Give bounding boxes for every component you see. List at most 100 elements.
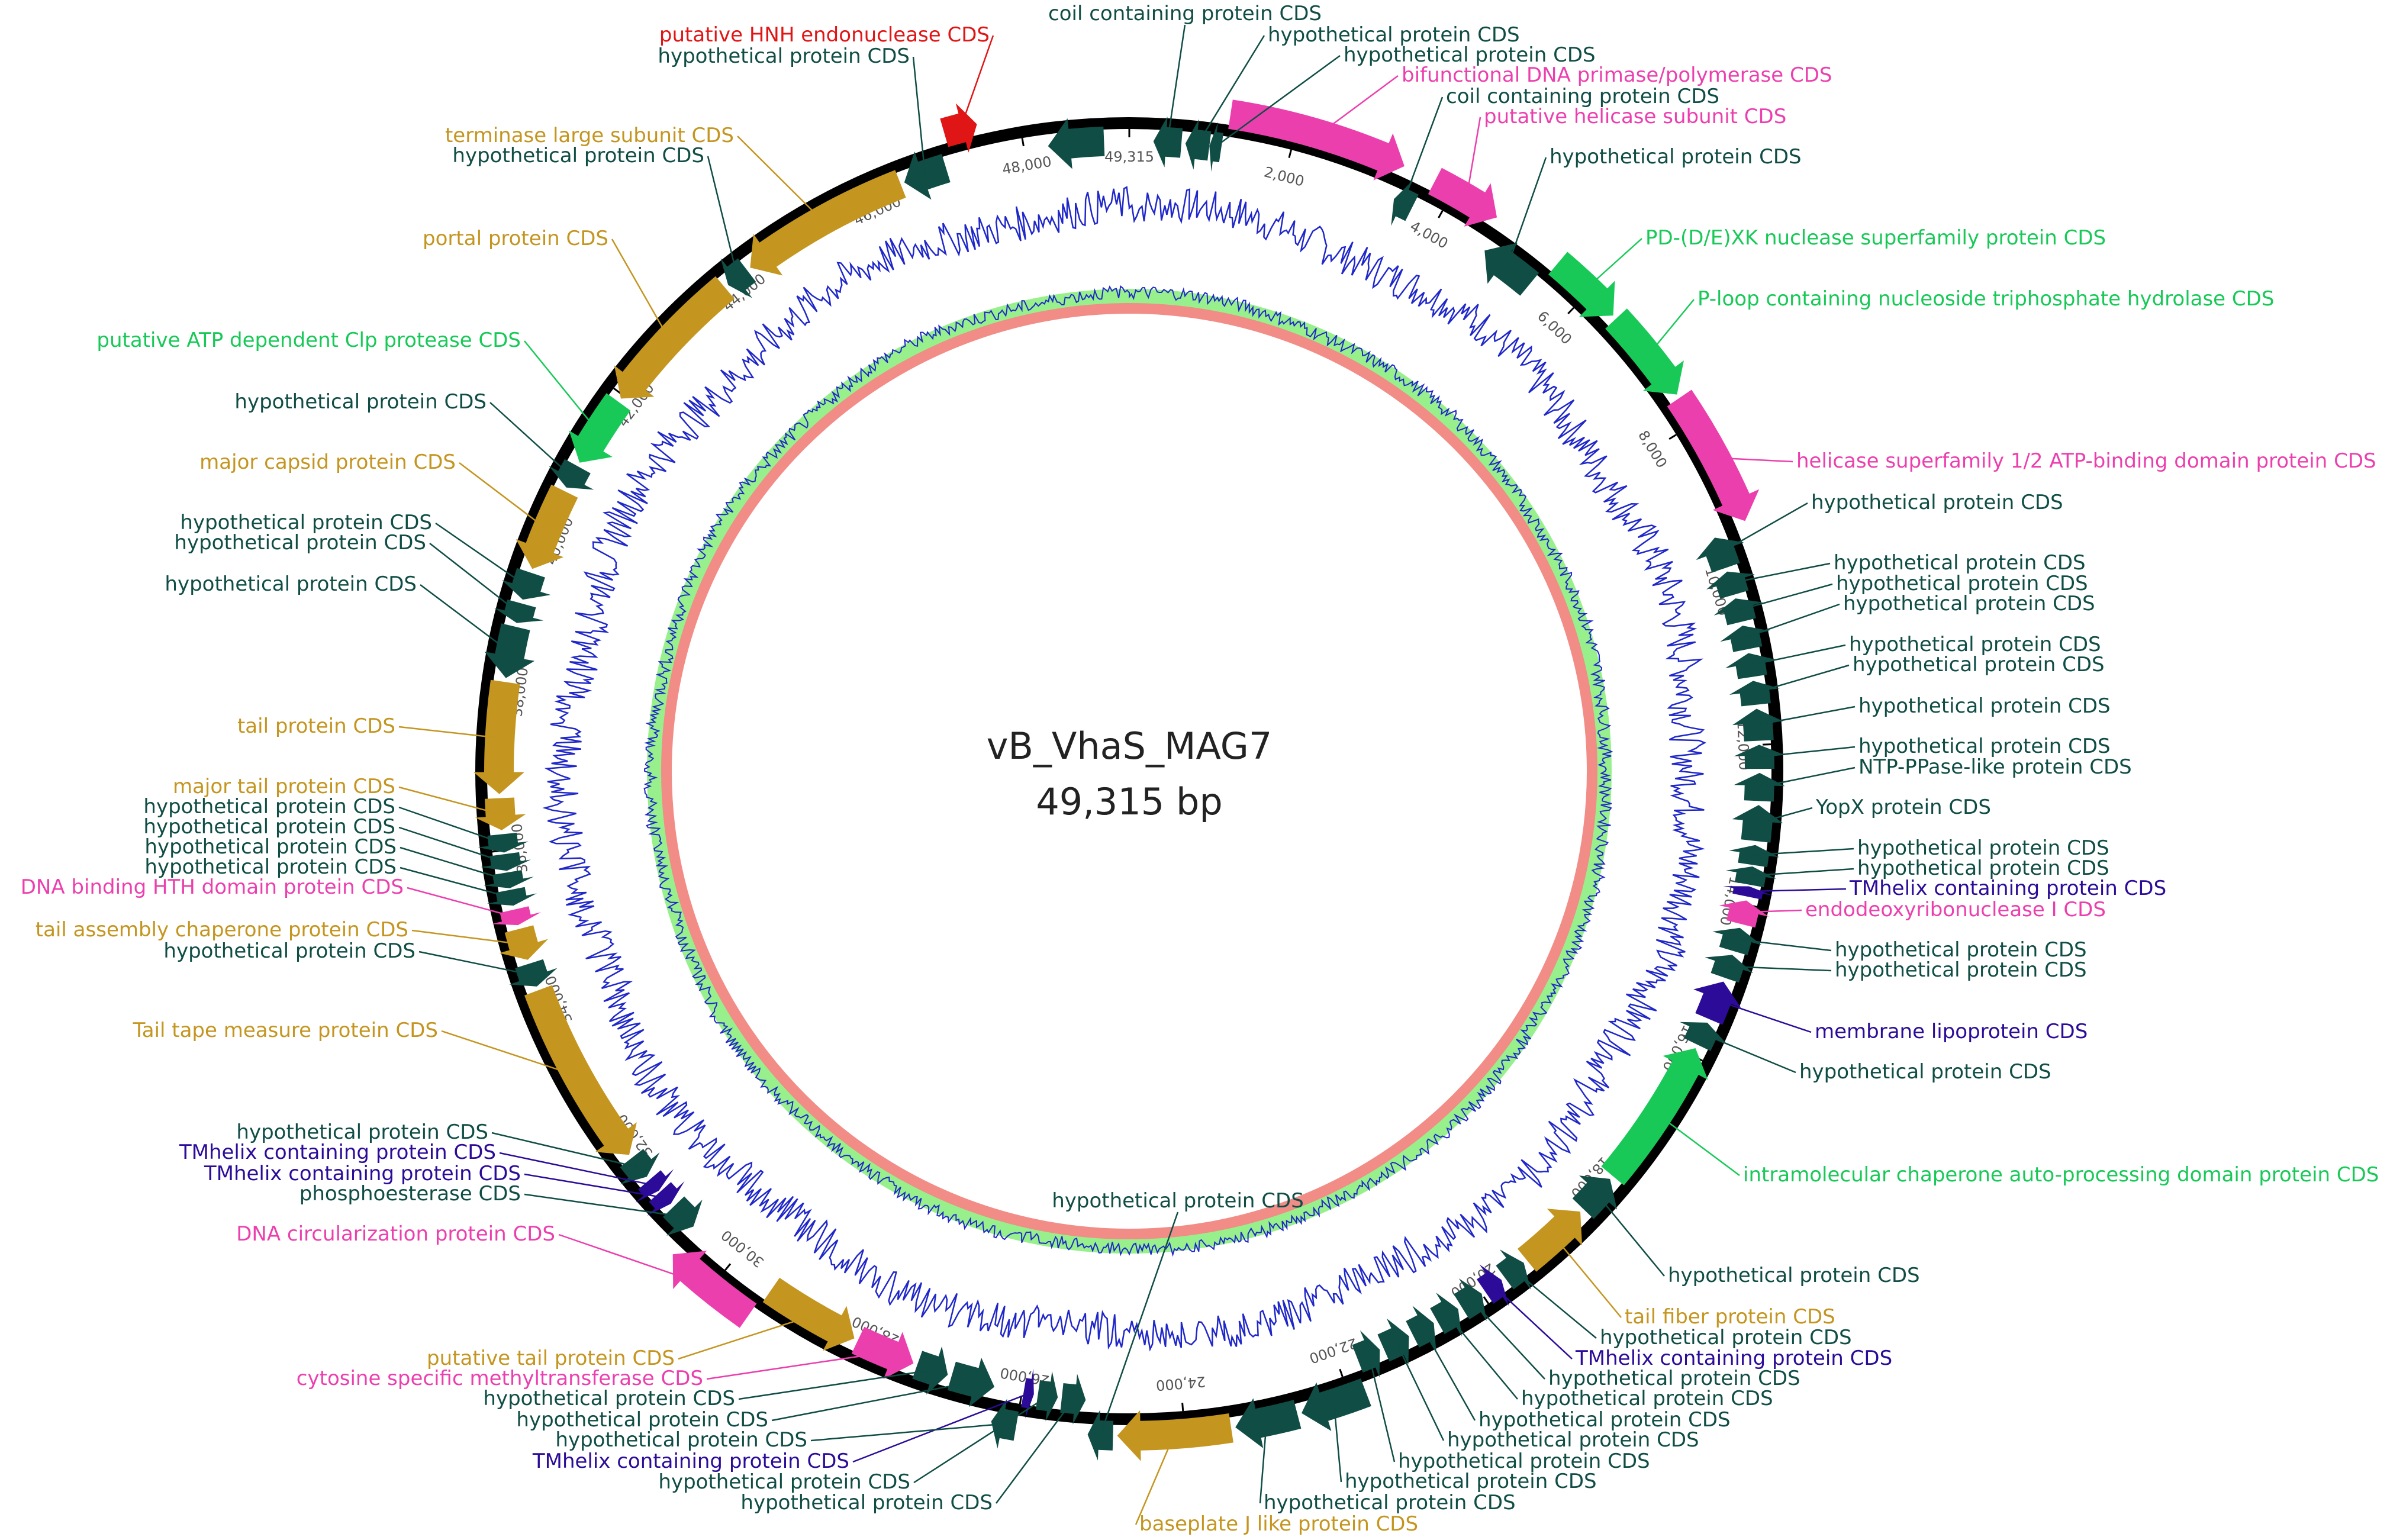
feature-arrow-8[interactable] <box>1605 308 1684 395</box>
feature-arrow-59[interactable] <box>487 887 537 906</box>
feature-label-7[interactable]: PD-(D/E)XK nuclease superfamily protein … <box>1645 226 2106 250</box>
feature-arrow-27[interactable] <box>1680 1022 1726 1051</box>
feature-arrow-6[interactable] <box>1484 243 1539 296</box>
feature-arrow-58[interactable] <box>491 906 542 926</box>
feature-arrow-66[interactable] <box>494 600 544 623</box>
feature-arrow-60[interactable] <box>484 870 534 888</box>
feature-arrow-74[interactable] <box>904 152 951 200</box>
feature-label-18[interactable]: NTP-PPase-like protein CDS <box>1858 755 2132 779</box>
feature-arrow-75[interactable] <box>940 103 977 153</box>
feature-label-48[interactable]: cytosine specific methyltransferase CDS <box>297 1367 703 1390</box>
feature-arrow-40[interactable] <box>1117 1410 1233 1461</box>
feature-arrow-22[interactable] <box>1723 886 1773 900</box>
feature-label-45[interactable]: hypothetical protein CDS <box>555 1428 807 1452</box>
feature-label-46[interactable]: hypothetical protein CDS <box>516 1408 768 1432</box>
feature-label-75[interactable]: putative HNH endonuclease CDS <box>659 23 990 47</box>
feature-label-10[interactable]: hypothetical protein CDS <box>1811 491 2063 514</box>
feature-label-30[interactable]: tail fiber protein CDS <box>1625 1305 1835 1329</box>
feature-label-72[interactable]: hypothetical protein CDS <box>452 144 704 167</box>
feature-label-22[interactable]: TMhelix containing protein CDS <box>1849 877 2166 900</box>
feature-arrow-70[interactable] <box>569 393 631 463</box>
feature-label-64[interactable]: tail protein CDS <box>237 714 395 738</box>
feature-label-20[interactable]: hypothetical protein CDS <box>1857 836 2109 860</box>
feature-arrow-34[interactable] <box>1430 1293 1462 1337</box>
feature-label-19[interactable]: YopX protein CDS <box>1815 795 1991 819</box>
feature-arrow-19[interactable] <box>1732 805 1783 843</box>
feature-arrow-21[interactable] <box>1726 866 1776 888</box>
feature-arrow-71[interactable] <box>614 276 735 399</box>
feature-arrow-7[interactable] <box>1548 252 1615 317</box>
feature-label-58[interactable]: DNA binding HTH domain protein CDS <box>21 875 404 899</box>
feature-arrow-24[interactable] <box>1712 927 1762 955</box>
feature-arrow-25[interactable] <box>1705 955 1754 983</box>
feature-arrow-72[interactable] <box>720 258 756 298</box>
feature-label-60[interactable]: hypothetical protein CDS <box>144 835 397 859</box>
feature-label-33[interactable]: hypothetical protein CDS <box>1548 1367 1800 1390</box>
feature-label-47[interactable]: hypothetical protein CDS <box>483 1387 735 1410</box>
feature-label-67[interactable]: hypothetical protein CDS <box>180 511 432 534</box>
feature-label-49[interactable]: putative tail protein CDS <box>427 1346 675 1370</box>
feature-arrow-38[interactable] <box>1302 1378 1371 1431</box>
feature-label-55[interactable]: Tail tape measure protein CDS <box>133 1019 438 1042</box>
feature-label-8[interactable]: P-loop containing nucleoside triphosphat… <box>1697 287 2274 311</box>
feature-arrow-5[interactable] <box>1428 167 1497 227</box>
feature-label-5[interactable]: putative helicase subunit CDS <box>1484 105 1786 128</box>
feature-label-63[interactable]: major tail protein CDS <box>173 775 395 798</box>
feature-label-9[interactable]: helicase superfamily 1/2 ATP-binding dom… <box>1796 449 2376 473</box>
feature-label-11[interactable]: hypothetical protein CDS <box>1834 551 2086 575</box>
feature-label-32[interactable]: TMhelix containing protein CDS <box>1575 1346 1892 1370</box>
feature-label-65[interactable]: hypothetical protein CDS <box>165 572 417 596</box>
feature-label-50[interactable]: DNA circularization protein CDS <box>236 1222 555 1246</box>
feature-label-31[interactable]: hypothetical protein CDS <box>1600 1326 1852 1349</box>
feature-arrow-39[interactable] <box>1235 1398 1302 1448</box>
feature-arrow-18[interactable] <box>1734 772 1785 802</box>
feature-arrow-55[interactable] <box>524 985 637 1155</box>
feature-label-1[interactable]: hypothetical protein CDS <box>1268 23 1520 47</box>
feature-label-56[interactable]: hypothetical protein CDS <box>163 939 415 963</box>
feature-label-54[interactable]: hypothetical protein CDS <box>236 1120 488 1144</box>
feature-label-3[interactable]: bifunctional DNA primase/polymerase CDS <box>1402 63 1832 87</box>
feature-label-73[interactable]: terminase large subunit CDS <box>445 124 734 147</box>
feature-label-66[interactable]: hypothetical protein CDS <box>174 531 426 555</box>
feature-arrow-65[interactable] <box>484 623 535 678</box>
feature-arrow-67[interactable] <box>502 568 551 600</box>
feature-label-25[interactable]: hypothetical protein CDS <box>1835 958 2087 982</box>
feature-arrow-23[interactable] <box>1719 900 1769 928</box>
feature-arrow-16[interactable] <box>1732 708 1783 742</box>
feature-arrow-31[interactable] <box>1496 1249 1531 1290</box>
feature-label-59[interactable]: hypothetical protein CDS <box>144 855 397 879</box>
feature-label-40[interactable]: baseplate J like protein CDS <box>1139 1512 1418 1536</box>
feature-arrow-3[interactable] <box>1228 99 1405 181</box>
feature-label-43[interactable]: hypothetical protein CDS <box>658 1470 910 1494</box>
feature-arrow-17[interactable] <box>1734 745 1785 769</box>
feature-label-12[interactable]: hypothetical protein CDS <box>1836 572 2088 595</box>
feature-label-0[interactable]: coil containing protein CDS <box>1048 2 1322 25</box>
feature-label-34[interactable]: hypothetical protein CDS <box>1521 1387 1773 1410</box>
feature-label-36[interactable]: hypothetical protein CDS <box>1447 1428 1699 1452</box>
feature-label-14[interactable]: hypothetical protein CDS <box>1849 633 2101 656</box>
feature-arrow-15[interactable] <box>1729 681 1780 707</box>
feature-arrow-61[interactable] <box>480 852 531 871</box>
feature-arrow-11[interactable] <box>1706 571 1755 599</box>
feature-label-24[interactable]: hypothetical protein CDS <box>1835 938 2087 962</box>
feature-label-17[interactable]: hypothetical protein CDS <box>1858 734 2111 758</box>
feature-arrow-57[interactable] <box>499 925 549 960</box>
feature-label-35[interactable]: hypothetical protein CDS <box>1478 1408 1731 1432</box>
feature-arrow-12[interactable] <box>1713 598 1763 626</box>
feature-arrow-20[interactable] <box>1729 845 1780 868</box>
feature-arrow-68[interactable] <box>516 484 578 569</box>
feature-arrow-28[interactable] <box>1601 1048 1708 1185</box>
feature-arrow-50[interactable] <box>672 1251 757 1328</box>
feature-label-27[interactable]: hypothetical protein CDS <box>1799 1060 2051 1084</box>
feature-arrow-52[interactable] <box>647 1181 685 1216</box>
feature-label-4[interactable]: coil containing protein CDS <box>1446 85 1719 108</box>
feature-label-16[interactable]: hypothetical protein CDS <box>1858 694 2111 718</box>
feature-label-61[interactable]: hypothetical protein CDS <box>143 815 395 839</box>
feature-label-37[interactable]: hypothetical protein CDS <box>1398 1449 1650 1473</box>
feature-arrow-13[interactable] <box>1720 626 1770 652</box>
feature-arrow-29[interactable] <box>1572 1175 1618 1219</box>
feature-arrow-30[interactable] <box>1518 1209 1583 1272</box>
feature-label-70[interactable]: putative ATP dependent Clp protease CDS <box>96 328 521 352</box>
feature-label-51[interactable]: phosphoesterase CDS <box>299 1182 521 1206</box>
feature-label-52[interactable]: TMhelix containing protein CDS <box>204 1162 521 1185</box>
